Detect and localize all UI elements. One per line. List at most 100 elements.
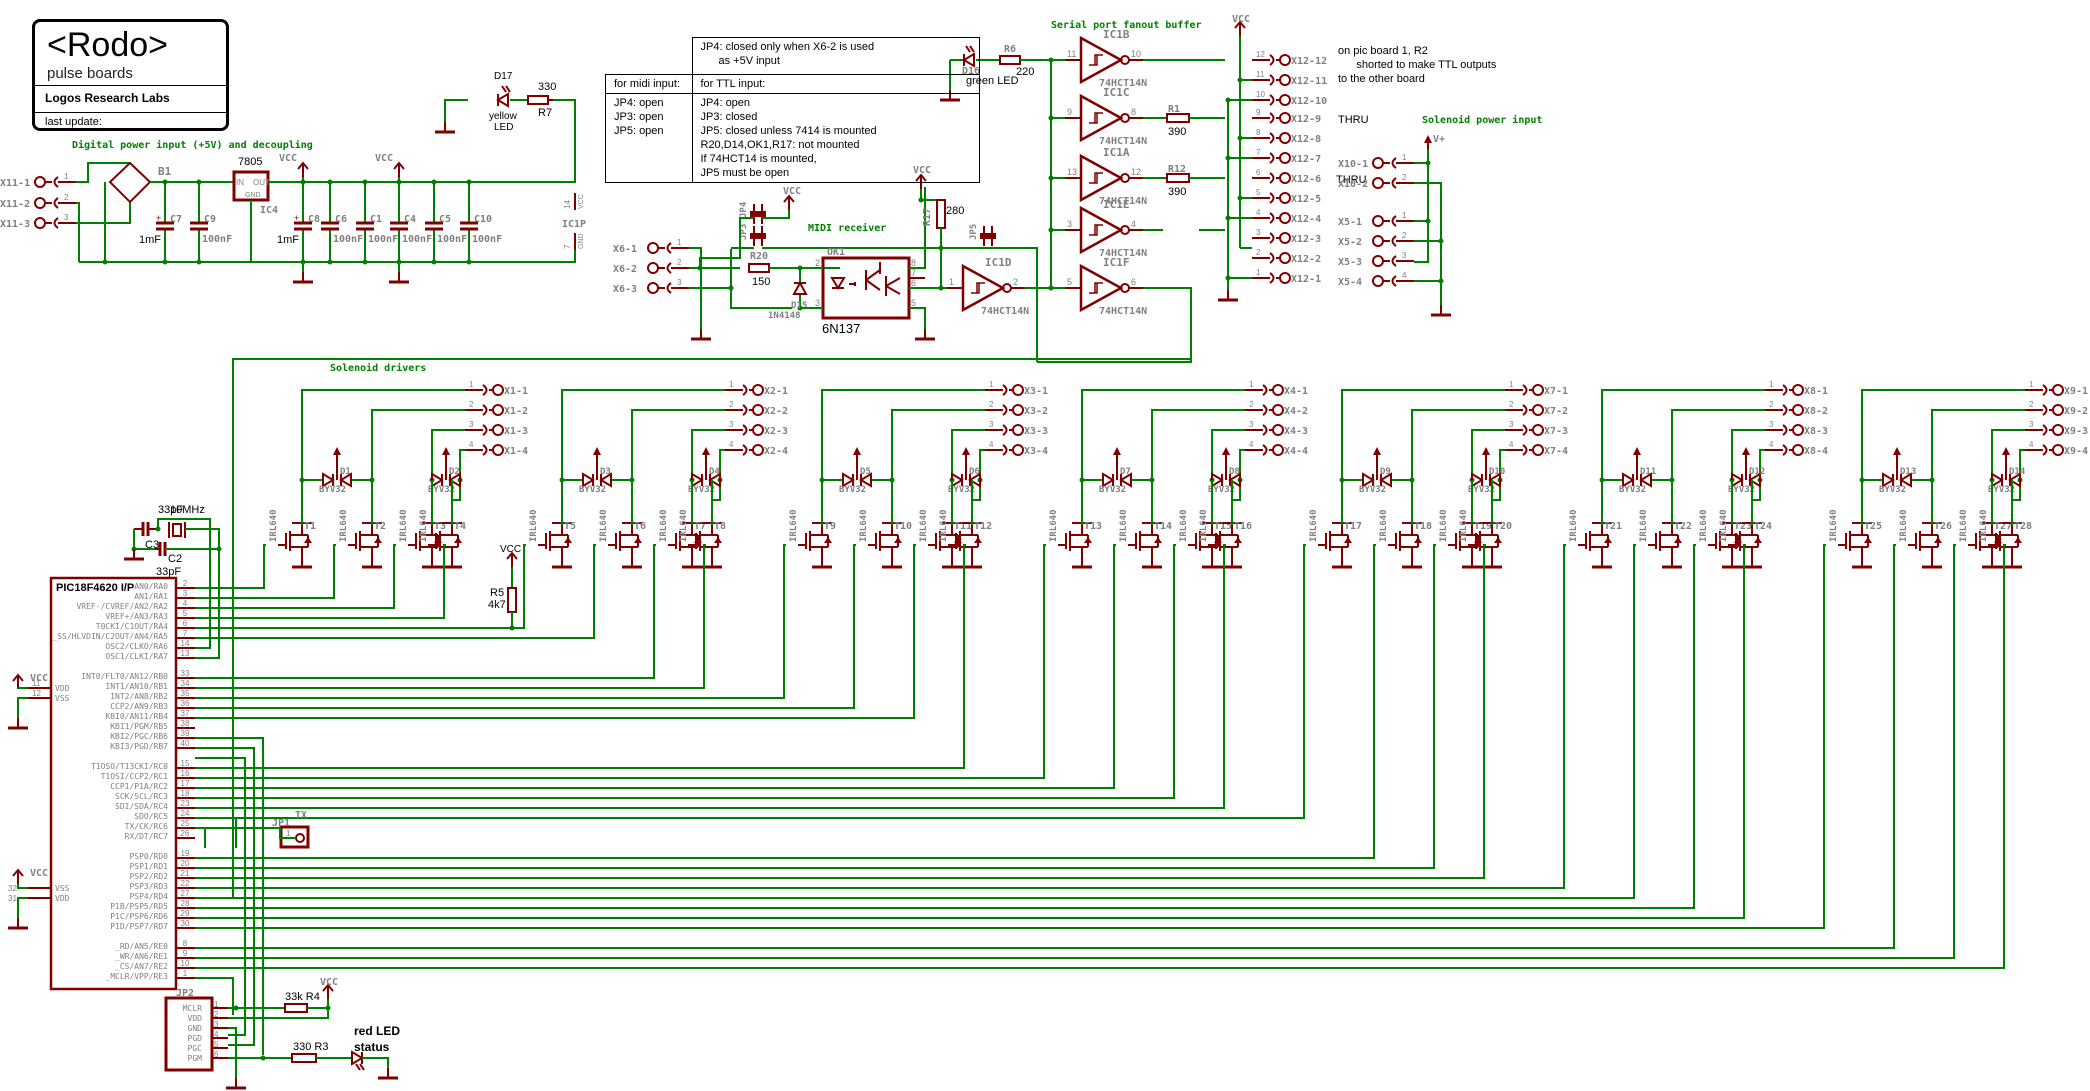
pin-number: 1: [1249, 380, 1254, 389]
capacitor-value: 100nF: [437, 234, 467, 245]
connector-socket-icon: [1269, 132, 1275, 144]
pin-number: 4: [2029, 440, 2034, 449]
pin-number: 11: [32, 679, 41, 688]
pin-number: 11: [1067, 49, 1076, 59]
connector-pin-icon: [1532, 444, 1544, 456]
connector-pin-icon: [1532, 424, 1544, 436]
pin-function: VSS: [55, 884, 70, 893]
schmitt-inverter-icon: [1079, 35, 1124, 85]
pin-number: 1: [1402, 211, 1407, 220]
diode-value: BYV32: [688, 485, 715, 495]
connector-label: X4-1: [1284, 386, 1308, 397]
pin-number: 25: [181, 819, 190, 828]
connector-label: X6-2: [613, 264, 637, 275]
pin-function: KBI0/AN11/RB4: [105, 712, 168, 721]
connector-label: X12-9: [1291, 114, 1321, 125]
pin-function: T1OSI/CCP2/RC1: [101, 772, 169, 781]
transistor-name: T9: [824, 521, 836, 532]
diode-name: D10: [1489, 467, 1505, 477]
pin-number: 28: [181, 899, 190, 908]
connector-pin-icon: [1012, 384, 1024, 396]
pin-number: 31: [8, 894, 17, 903]
pin-function: KBI3/PGD/RB7: [110, 742, 168, 751]
pin-number: 6: [1131, 277, 1136, 287]
capacitor-value: 100nF: [472, 234, 502, 245]
wire: [195, 544, 396, 609]
pin-number: 1: [677, 238, 682, 247]
junction-dot: [102, 259, 108, 265]
phototransistor-icon: [865, 262, 901, 296]
pin-function: CCP2/AN9/RB3: [110, 702, 168, 711]
diode-icon: [708, 472, 721, 488]
jumper-config-table: JP4: closed only when X6-2 is used as +5…: [605, 37, 980, 183]
wire: [195, 544, 1486, 879]
transistor-value: IRL640: [919, 509, 929, 542]
thru-note: THRU: [1336, 174, 1367, 186]
connector-label: X6-3: [613, 284, 637, 295]
connector-pin-icon: [492, 404, 504, 416]
microcontroller-name: PIC18F4620 I/P: [56, 582, 134, 594]
diode-icon: [859, 472, 872, 488]
connector-pin-icon: [1792, 444, 1804, 456]
midi-setting: JP4: open: [614, 97, 664, 109]
pin-number: 26: [181, 829, 190, 838]
pin-number: 19: [181, 849, 190, 858]
transistor-value: IRL640: [1439, 509, 1449, 542]
tx-pin-icon: [295, 833, 305, 843]
pin-function: PGC: [188, 1044, 203, 1053]
supply-arrow-icon: [333, 447, 341, 455]
diode-value: BYV32: [319, 485, 346, 495]
pin-number: 12: [32, 689, 41, 698]
wire: [195, 544, 266, 589]
connector-socket-icon: [742, 444, 748, 456]
jumper-label: TX: [295, 810, 307, 821]
ic-name: IC1P: [562, 219, 586, 230]
connector-pin-icon: [752, 444, 764, 456]
supply-arrow-icon: [1373, 447, 1381, 455]
polarity-mark: +: [156, 213, 161, 223]
pin-number: 27: [181, 889, 190, 898]
supply-arrow-icon: [1893, 447, 1901, 455]
connector-label: X4-4: [1284, 446, 1308, 457]
capacitor-value: 1mF: [277, 234, 299, 246]
mosfet-diode-icon: [1414, 537, 1422, 543]
red-led-status-note: red LED status: [354, 1024, 401, 1054]
supply-arrow-icon: [2002, 447, 2010, 455]
jp4-note-cell: JP4: closed only when X6-2 is used as +5…: [691, 37, 980, 75]
connector-label: X1-3: [504, 426, 528, 437]
vcc-arrow-icon: [506, 551, 518, 560]
junction-dot: [233, 1005, 239, 1011]
supply-arrow-icon: [1222, 447, 1230, 455]
supply-arrow-icon: [1113, 447, 1121, 455]
connector-label: X7-1: [1544, 386, 1568, 397]
capacitor-name: C7: [170, 214, 182, 225]
optocoupler-value: 6N137: [822, 321, 860, 336]
connector-socket-icon: [482, 384, 488, 396]
wire: [195, 544, 1956, 959]
vcc-label: VCC: [30, 868, 48, 879]
diode-name: D9: [1380, 467, 1391, 477]
connector-pin-icon: [1272, 404, 1284, 416]
diode-value: BYV32: [839, 485, 866, 495]
connector-pin-icon: [1372, 255, 1384, 267]
diode-name: D5: [860, 467, 871, 477]
diode-name: D6: [969, 467, 980, 477]
connector-label: X5-3: [1338, 257, 1362, 268]
gate-value: 74HCT14N: [1099, 306, 1147, 317]
connector-pin-icon: [1279, 212, 1291, 224]
gate-name: IC1E: [1103, 198, 1130, 211]
vcc-arrow-icon: [322, 983, 334, 992]
mosfet-diode-icon: [1934, 537, 1942, 543]
pin-number: 9: [1256, 108, 1261, 117]
connector-socket-icon: [1782, 404, 1788, 416]
wire: [195, 544, 1306, 819]
gate-value: 74HCT14N: [1099, 136, 1147, 147]
pin-number: 8: [1131, 107, 1136, 117]
connector-label: X6-1: [613, 244, 637, 255]
wire: [195, 544, 1226, 809]
connector-label: X12-6: [1291, 174, 1321, 185]
pin-number: 2: [1402, 231, 1407, 240]
junction-dot: [1425, 218, 1431, 224]
schmitt-inverter-icon: [1079, 205, 1124, 255]
pin-number: 3: [989, 420, 994, 429]
